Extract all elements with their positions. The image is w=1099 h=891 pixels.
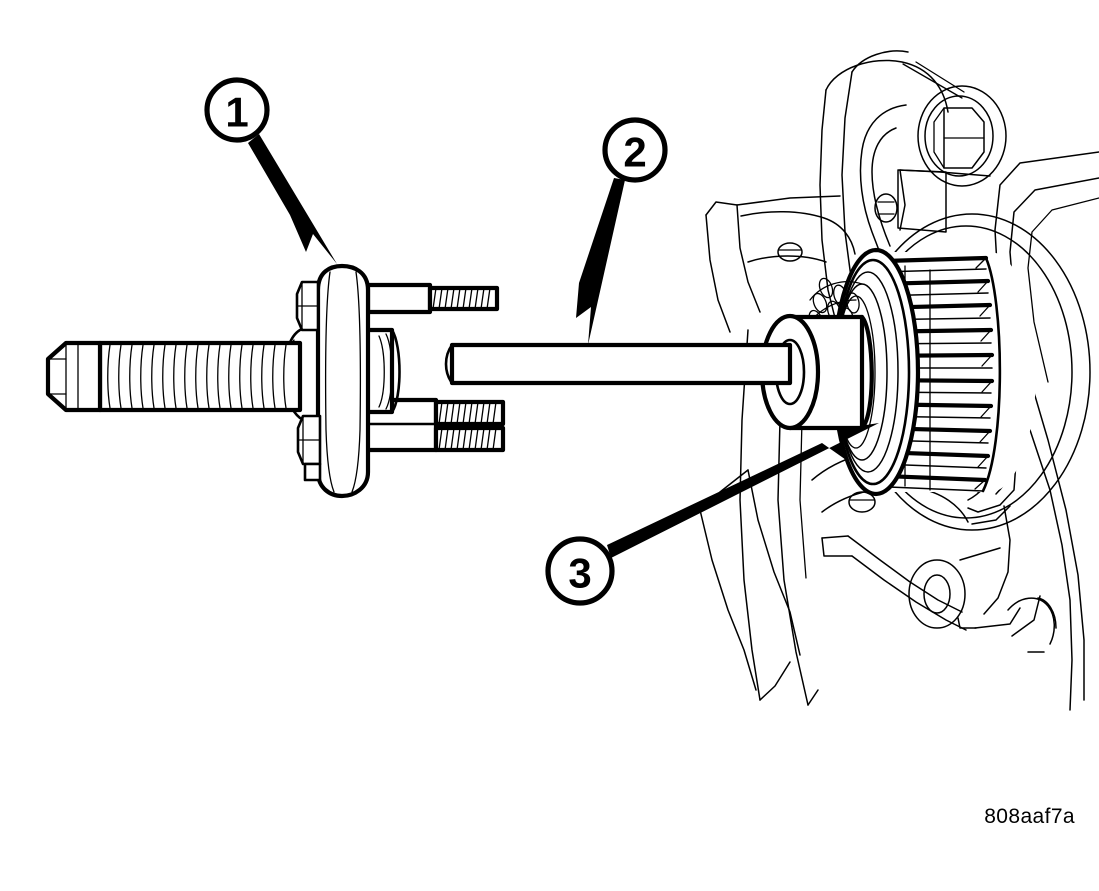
callout-3[interactable]: 3 <box>545 423 879 606</box>
block-small-boss-lower <box>848 491 876 513</box>
puller-hex-nut <box>45 340 103 413</box>
screw-threads <box>107 344 287 409</box>
block-small-boss-upper <box>777 242 803 262</box>
sprocket-barrel-right-edge <box>981 256 1002 493</box>
callout-3-arrow <box>607 423 879 558</box>
block-bolt-hole-inner <box>923 574 951 614</box>
center-rod-left-end <box>444 343 454 385</box>
puller-tool <box>45 263 506 499</box>
center-rod-body <box>449 342 793 386</box>
puller-center-rod <box>444 342 793 386</box>
engine-block <box>699 50 1099 711</box>
callout-2-number: 2 <box>623 129 646 176</box>
callout-2-arrow <box>576 178 625 345</box>
block-bolt-boss-outer <box>917 85 1007 187</box>
camshaft-sprocket <box>759 213 1091 531</box>
puller-forcing-screw <box>97 340 303 413</box>
stud-upper-threads <box>432 287 491 310</box>
callout-2[interactable]: 2 <box>576 117 668 345</box>
puller-stud-upper <box>365 282 500 315</box>
callout-1-number: 1 <box>225 89 248 136</box>
hex-nut-body <box>45 340 103 413</box>
block-bolt-hole-outer <box>908 559 966 629</box>
figure-id-label: 808aaf7a <box>984 805 1075 828</box>
puller-stud-lower <box>357 397 506 453</box>
stud-lower-threads <box>438 401 497 451</box>
puller-plate <box>315 263 371 499</box>
callout-1[interactable]: 1 <box>204 77 337 264</box>
callout-3-number: 3 <box>568 550 591 597</box>
callout-3-circle[interactable] <box>545 536 615 606</box>
puller-nut-upper <box>295 280 320 332</box>
callout-2-circle[interactable] <box>602 117 668 183</box>
block-wall-left <box>739 329 761 701</box>
callout-1-arrow <box>248 134 337 264</box>
callout-1-circle[interactable] <box>204 77 270 143</box>
puller-nut-lower <box>296 414 322 482</box>
block-hole-upper <box>874 193 898 223</box>
